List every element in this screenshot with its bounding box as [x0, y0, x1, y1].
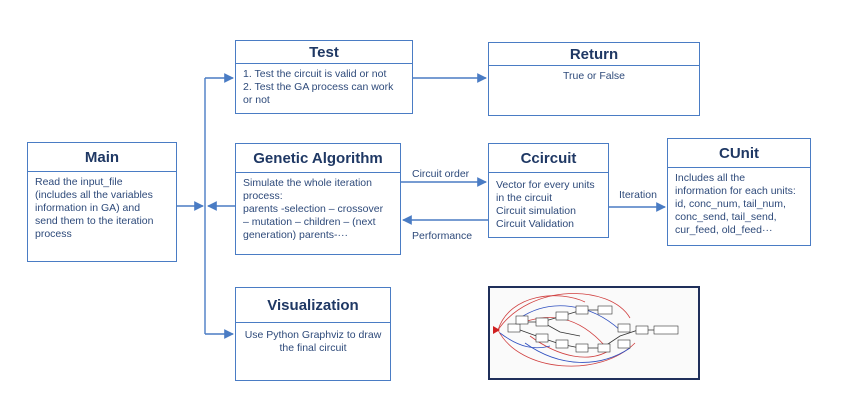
test-line: or not: [243, 94, 270, 106]
test-description: 1. Test the circuit is valid or not 2. T…: [236, 64, 412, 111]
ccircuit-line: Circuit simulation: [496, 205, 576, 217]
vis-line: the final circuit: [279, 342, 347, 354]
test-box: Test 1. Test the circuit is valid or not…: [235, 40, 413, 114]
ccircuit-box: Ccircuit Vector for every units in the c…: [488, 143, 609, 238]
return-description: True or False: [489, 66, 699, 87]
ccircuit-line: Vector for every units: [496, 179, 595, 191]
ga-line: process:: [243, 190, 283, 202]
circuit-graph-image: [488, 286, 700, 380]
ga-line: generation) parents-···: [243, 229, 349, 241]
ccircuit-line: in the circuit: [496, 192, 553, 204]
main-line: send them to the iteration: [35, 215, 154, 227]
main-box: Main Read the input_file (includes all t…: [27, 142, 177, 262]
circuit-order-label: Circuit order: [412, 168, 470, 180]
ga-line: – mutation – children – (next: [243, 216, 376, 228]
circuit-graph-drawing: [493, 293, 679, 367]
iteration-label: Iteration: [619, 189, 657, 201]
main-description: Read the input_file (includes all the va…: [28, 172, 176, 245]
genetic-algorithm-box: Genetic Algorithm Simulate the whole ite…: [235, 143, 401, 255]
main-line: process: [35, 228, 72, 240]
visualization-box: Visualization Use Python Graphviz to dra…: [235, 287, 391, 381]
cunit-box: CUnit Includes all the information for e…: [667, 138, 811, 246]
return-box: Return True or False: [488, 42, 700, 116]
main-line: Read the input_file: [35, 176, 123, 188]
genetic-algorithm-title: Genetic Algorithm: [236, 144, 400, 173]
return-line: True or False: [562, 70, 626, 82]
ccircuit-line: Circuit Validation: [496, 218, 575, 230]
main-line: information in GA) and: [35, 202, 141, 214]
cunit-line: conc_send, tail_send,: [675, 211, 777, 223]
cunit-line: Includes all the: [675, 172, 746, 184]
main-title: Main: [28, 143, 176, 172]
test-line: 2. Test the GA process can work: [243, 81, 394, 93]
ga-line: Simulate the whole iteration: [243, 177, 372, 189]
cunit-line: information for each units:: [675, 185, 796, 197]
visualization-description: Use Python Graphviz to draw the final ci…: [236, 323, 390, 359]
cunit-title: CUnit: [668, 139, 810, 168]
genetic-algorithm-description: Simulate the whole iteration process: pa…: [236, 173, 400, 246]
ccircuit-description: Vector for every units in the circuit Ci…: [489, 173, 608, 235]
cunit-line: id, conc_num, tail_num,: [675, 198, 786, 210]
return-title: Return: [489, 43, 699, 66]
performance-label: Performance: [412, 230, 473, 242]
cunit-line: cur_feed, old_feed···: [675, 224, 773, 236]
test-line: 1. Test the circuit is valid or not: [243, 68, 387, 80]
main-line: (includes all the variables: [35, 189, 153, 201]
cunit-description: Includes all the information for each un…: [668, 168, 810, 241]
ga-line: parents -selection – crossover: [243, 203, 384, 215]
visualization-title: Visualization: [236, 288, 390, 323]
vis-line: Use Python Graphviz to draw: [244, 329, 382, 341]
test-title: Test: [236, 41, 412, 64]
ccircuit-title: Ccircuit: [489, 144, 608, 173]
